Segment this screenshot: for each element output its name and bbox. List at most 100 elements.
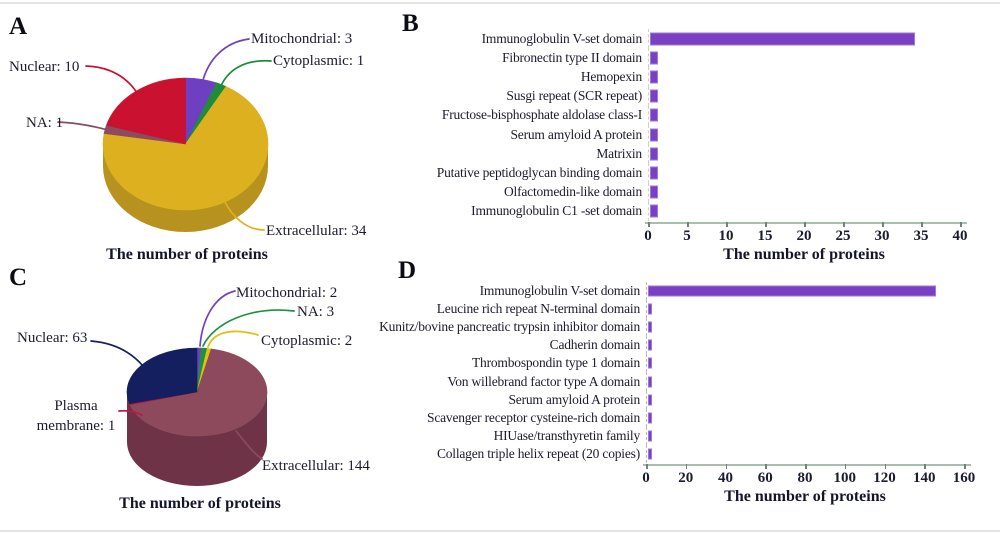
pie-label-mitochondrial-c: Mitochondrial: 2 <box>236 285 338 301</box>
panel-letter-b: B <box>402 10 419 37</box>
axis-tick <box>924 464 926 469</box>
bar-track <box>646 282 965 301</box>
axis-tick <box>884 464 886 469</box>
pie-label-na-c: NA: 3 <box>297 304 335 320</box>
axis-tick-label: 0 <box>644 228 652 244</box>
pie-label-nuclear-c: Nuclear: 63 <box>17 330 88 346</box>
bar-row: Immunoglobulin V-set domain <box>403 282 965 301</box>
pie-label-mitochondrial-a: Mitochondrial: 3 <box>251 31 353 47</box>
pie-c-caption: The number of proteins <box>119 495 281 512</box>
axis-tick-label: 100 <box>833 470 857 486</box>
axis-tick <box>844 464 847 469</box>
bar-row: Leucine rich repeat N-terminal domain <box>403 300 964 319</box>
x-axis-title-b: The number of proteins <box>723 246 885 263</box>
leader-line-nuclear-c <box>90 340 144 367</box>
bar-track <box>648 29 961 49</box>
bar-track <box>648 201 961 221</box>
bar-track <box>648 144 961 164</box>
bar-category-label: Immunoglobulin C1 -set domain <box>471 203 642 219</box>
bar <box>648 430 652 442</box>
axis-tick <box>687 222 689 227</box>
bar <box>650 204 658 218</box>
bar <box>650 166 658 180</box>
pie-chart-a <box>57 38 272 232</box>
bar-category-label: HIUase/transthyretin family <box>493 427 641 443</box>
leader-line-extracellular-c <box>235 430 263 460</box>
axis-tick <box>843 222 845 227</box>
bar-category-label: Scavenger receptor cysteine-rich domain <box>427 409 640 425</box>
bar-row: Putative peptidoglycan binding domain <box>403 163 961 183</box>
bar-category-label: Olfactomedin-like domain <box>503 184 642 200</box>
bar <box>650 108 658 122</box>
axis-tick <box>726 222 728 227</box>
axis-tick <box>921 222 923 227</box>
bar-track <box>646 426 965 445</box>
bar-row: Fibronectin type II domain <box>403 48 961 68</box>
axis-tick-label: 40 <box>952 228 968 244</box>
bar <box>650 70 658 84</box>
axis-tick <box>765 222 767 227</box>
bar <box>648 285 937 297</box>
bar-track <box>648 163 961 183</box>
x-axis-line-b <box>645 222 967 224</box>
bar-category-label: Serum amyloid A protein <box>510 126 642 142</box>
bar-row: Immunoglobulin V-set domain <box>403 29 961 49</box>
bar-track <box>648 48 961 68</box>
leader-line-plasma-membrane-c <box>118 409 143 416</box>
panel-letter-d: D <box>398 257 417 284</box>
bar-row: Scavenger receptor cysteine-rich domain <box>403 408 964 427</box>
leader-line-mitochondrial-c <box>199 290 236 347</box>
bar-category-label: Fibronectin type II domain <box>502 49 642 65</box>
bar-track <box>648 67 961 87</box>
bottom-divider <box>0 530 1000 532</box>
leader-line-nuclear-a <box>85 65 140 97</box>
axis-tick-label: 120 <box>873 470 896 486</box>
bar <box>648 412 652 424</box>
axis-tick <box>964 464 966 469</box>
pie-label-cytoplasmic-c: Cytoplasmic: 2 <box>261 333 353 349</box>
bar-row: Susgi repeat (SCR repeat) <box>403 86 960 106</box>
bar-row: HIUase/transthyretin family <box>403 426 965 445</box>
pie-label-extracellular-a: Extracellular: 34 <box>266 223 367 239</box>
bar <box>650 147 658 161</box>
axis-tick <box>882 222 884 227</box>
bar <box>648 339 652 351</box>
axis-tick <box>725 464 727 469</box>
leader-line-extracellular-a <box>224 201 265 231</box>
leader-line-na-c <box>202 309 295 347</box>
axis-tick-label: 10 <box>718 228 734 244</box>
axis-tick-label: 0 <box>642 470 650 486</box>
bar-category-label: Fructose-bisphosphate aldolase class-I <box>441 107 642 123</box>
pie-label-na-a: NA: 1 <box>26 115 64 131</box>
bar-category-label: Hemopexin <box>580 68 642 84</box>
bar-track <box>646 336 965 355</box>
leader-line-na-a <box>57 121 109 131</box>
bar-category-label: Collagen triple helix repeat (20 copies) <box>436 445 640 461</box>
bar-category-label: Matrixin <box>596 145 642 161</box>
bar-category-label: Von willebrand factor type A domain <box>447 373 640 389</box>
bar-row: Serum amyloid A protein <box>403 124 960 145</box>
pie-label-nuclear-a: Nuclear: 10 <box>9 59 80 75</box>
leader-line-cytoplasmic-a <box>219 59 272 89</box>
bar <box>648 394 652 406</box>
bar <box>648 321 652 333</box>
axis-tick-label: 35 <box>913 228 929 244</box>
axis-tick <box>765 464 767 469</box>
bar-row: Collagen triple helix repeat (20 copies) <box>403 444 964 463</box>
bar <box>650 51 658 65</box>
bar-track <box>646 318 965 337</box>
panel-letter-a: A <box>9 13 28 40</box>
pie-slice-extracellular <box>129 348 268 437</box>
bar-category-label: Leucine rich repeat N-terminal domain <box>436 301 640 317</box>
axis-tick <box>646 464 648 469</box>
bar <box>648 448 652 460</box>
axis-tick-label: 30 <box>874 228 890 244</box>
axis-tick <box>804 222 806 227</box>
pie-label-extracellular-c: Extracellular: 144 <box>262 458 370 474</box>
leader-line-mitochondrial-a <box>201 38 250 85</box>
bar-track <box>646 372 965 391</box>
bar-row: Matrixin <box>403 144 961 164</box>
